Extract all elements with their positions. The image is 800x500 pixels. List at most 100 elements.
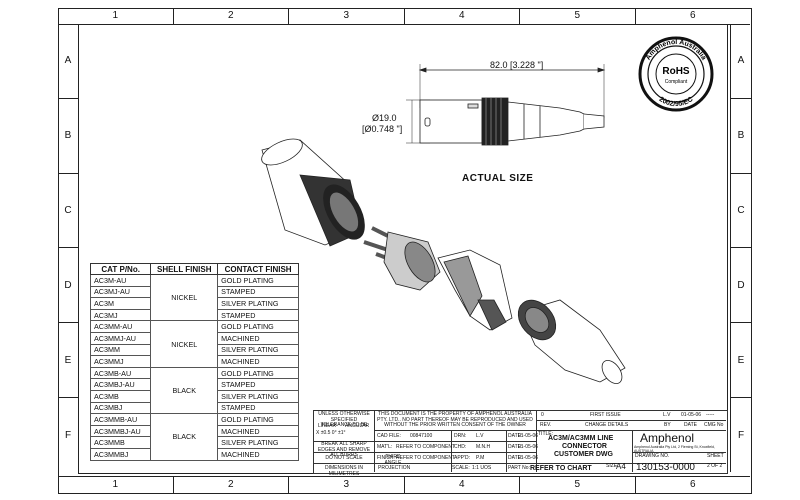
cad-file-label: CAD FILE: [377, 433, 401, 439]
cat-cell: AC3MMBJ-AU [89, 424, 152, 438]
drawing-no-label: DRAWING NO. [635, 453, 670, 459]
dimension-units: DIMENSIONS IN MILIMETRES [324, 465, 364, 477]
cat-cell: AC3M-AU [89, 274, 152, 287]
cat-cell: AC3MM-AU [89, 320, 152, 333]
size-value: A4 [616, 462, 626, 471]
drawing-no-value: 130153-0000 [636, 462, 695, 473]
do-not-scale: DO NOT SCALE [325, 455, 363, 461]
table-row: AC3M-AU NICKEL GOLD PLATING [89, 273, 299, 322]
contact-cell: GOLD PLATING [217, 320, 299, 333]
drawing-frame [58, 8, 752, 494]
table-row: AC3MB-AU BLACK GOLD PLATING [89, 366, 299, 415]
drawn-value: L.V [476, 433, 484, 439]
table-row: AC3MM SILVER PLATING [89, 343, 299, 357]
zone-col: 1 [58, 8, 174, 24]
cat-cell: AC3MJ-AU [89, 285, 152, 299]
tolerance-values: X ±0.5 0° ±1° [316, 430, 346, 436]
zone-col: 4 [405, 8, 520, 24]
shell-cell: BLACK [150, 413, 219, 461]
zone-row: D [58, 248, 78, 324]
zone-row: B [58, 99, 78, 174]
length-dimension: 82.0 [3.228 "] [490, 60, 544, 70]
contact-cell: GOLD PLATING [217, 413, 299, 426]
date-label: DATE: [508, 433, 523, 439]
zone-row: C [58, 174, 78, 249]
revision-number: 0 [541, 412, 544, 418]
contact-cell: STAMPED [217, 378, 299, 391]
zone-row: A [58, 24, 78, 99]
date-label: DATE: [508, 455, 523, 461]
zone-row: C [731, 174, 751, 249]
table-row: AC3MM-AU NICKEL GOLD PLATING [89, 320, 299, 368]
approved-value: P.M [476, 455, 485, 461]
scale-value: 1:1 UOS [472, 465, 492, 471]
property-notice: THIS DOCUMENT IS THE PROPERTY OF AMPHENO… [377, 411, 533, 428]
date-value: 01-05-06 [518, 444, 539, 450]
title-block [313, 410, 728, 474]
size-label: SIZE [606, 463, 618, 469]
revision-label: REV. [540, 422, 552, 428]
contact-cell: GOLD PLATING [217, 274, 299, 287]
contact-cell: STAMPED [217, 308, 299, 322]
part-no-value: REFER TO CHART [530, 465, 592, 472]
company-address: Amphenol Australia Pty Ltd, 2 Fleming St… [634, 445, 715, 453]
revision-date: 01-05-06 [681, 412, 702, 418]
zone-col: 3 [289, 8, 405, 24]
revised-by: L.V [663, 412, 671, 418]
cat-cell: AC3MMJ [89, 355, 152, 368]
date-value: 01-05-06 [518, 433, 539, 439]
tolerance-angular: ANGULAR [345, 423, 370, 429]
zone-rows-left: A B C D E F [58, 24, 79, 472]
contact-cell: GOLD PLATING [217, 366, 299, 380]
rohs-stamp: Amphenol Australia 2002/95/EC RoHS Compl… [638, 36, 714, 112]
tolerance-heading: UNLESS OTHERWISE SPECIFIED TOLERANCE TO … [318, 411, 370, 428]
tolerance-linear: LINEAR [318, 423, 337, 429]
sheet-label: SHEET [707, 453, 724, 459]
finish-value: REFER TO COMPONENT [396, 455, 455, 461]
contact-cell: MACHINED [217, 447, 299, 461]
change-details-label: CHANGE DETAILS [585, 422, 629, 428]
zone-row: E [58, 323, 78, 399]
cat-cell: AC3M [89, 297, 152, 310]
date-value: 01-05-06 [518, 455, 539, 461]
scale-label: SCALE: [452, 465, 470, 471]
cat-cell: AC3MJ [89, 308, 152, 322]
zone-col: 1 [58, 477, 174, 493]
company-name: Amphenol [640, 431, 695, 445]
table-header-row: CAT P/No. SHELL FINISH CONTACT FINISH [89, 263, 299, 275]
material-value: REFER TO COMPONENT [396, 444, 455, 450]
checked-label: CHD: [454, 444, 467, 450]
drawing-title-line1: AC3M/AC3MM LINE [548, 435, 614, 442]
zone-row: E [731, 323, 751, 399]
zone-row: D [731, 248, 751, 324]
contact-cell: SILVER PLATING [217, 389, 299, 403]
cat-cell: AC3MB [89, 389, 152, 403]
catalogue-table: CAT P/No. SHELL FINISH CONTACT FINISH AC… [89, 263, 299, 461]
date-heading: DATE [684, 422, 697, 428]
date-label: DATE: [508, 444, 523, 450]
revision-description: FIRST ISSUE [590, 412, 621, 418]
contact-cell: SILVER PLATING [217, 343, 299, 357]
sheet-value: 2 OF 2 [707, 463, 723, 469]
cat-cell: AC3MBJ [89, 401, 152, 415]
cat-cell: AC3MM [89, 343, 152, 357]
stamp-sub: Compliant [665, 79, 688, 85]
third-angle-projection: THIRD ANGLE PROJECTION [378, 454, 411, 471]
zone-col: 5 [520, 477, 636, 493]
cad-file-value: 00847100 [410, 433, 433, 439]
part-no-label: PART No: [508, 465, 530, 471]
contact-cell: MACHINED [217, 331, 299, 345]
cat-cell: AC3MMB-AU [89, 413, 152, 426]
drawing-title-line3: CUSTOMER DWG [554, 451, 613, 458]
zone-row: F [64, 429, 72, 441]
actual-size-label: ACTUAL SIZE [462, 173, 534, 184]
zone-col: 2 [174, 8, 289, 24]
break-edges-note: BREAK ALL SHARP EDGES AND REMOVE ALL BUR… [317, 441, 371, 458]
zone-row: F [737, 429, 745, 441]
cat-cell: AC3MMJ-AU [89, 331, 152, 345]
finish-label: FINISH: [377, 455, 395, 461]
zone-rows-right: A B C D E F [730, 24, 751, 472]
checked-value: M.N.H [476, 444, 491, 450]
